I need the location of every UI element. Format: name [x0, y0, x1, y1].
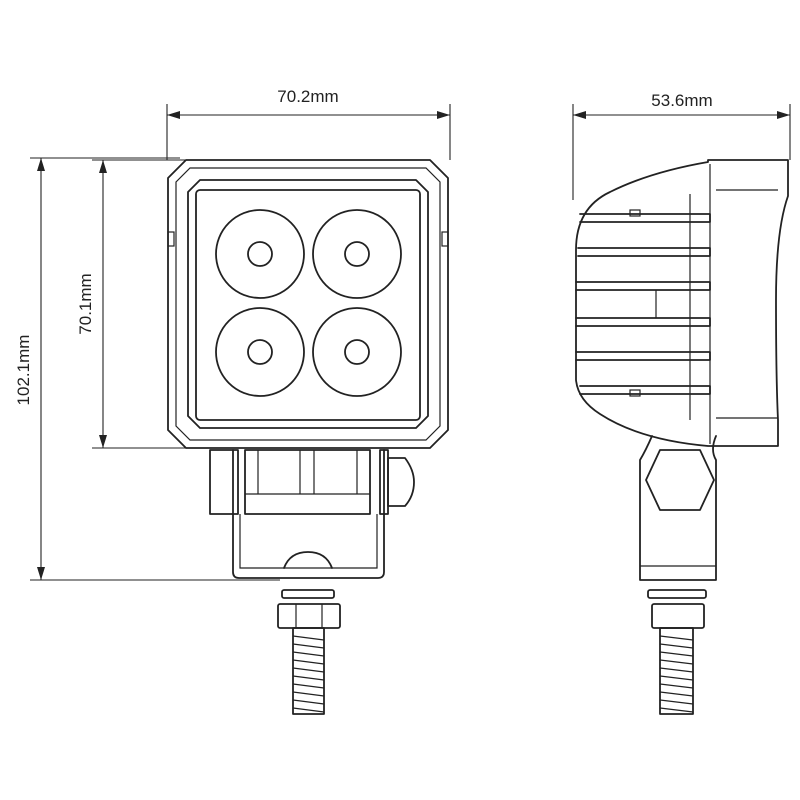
left-tab	[167, 231, 175, 247]
front-bolt	[277, 589, 341, 715]
front-width-label: 70.2mm	[277, 87, 338, 106]
front-mount-bracket	[209, 449, 415, 579]
front-bezel	[187, 179, 429, 429]
dimension-side-depth: 53.6mm	[572, 91, 791, 200]
side-housing	[575, 159, 789, 447]
front-view	[167, 159, 449, 715]
side-cooling-fins	[575, 194, 711, 420]
front-housing-inner	[175, 167, 441, 441]
dimension-total-height: 102.1mm	[14, 157, 280, 581]
front-height-label: 70.1mm	[76, 273, 95, 334]
right-tab	[441, 231, 449, 247]
led-reflector-1	[215, 209, 305, 299]
dimension-front-width: 70.2mm	[166, 87, 451, 160]
total-height-label: 102.1mm	[14, 335, 33, 406]
side-depth-label: 53.6mm	[651, 91, 712, 110]
side-bolt	[647, 589, 707, 715]
side-back-edge	[716, 189, 778, 419]
side-mount	[639, 435, 717, 581]
front-lens	[195, 189, 421, 421]
dimension-front-height: 70.1mm	[76, 159, 305, 449]
led-reflector-2	[312, 209, 402, 299]
led-reflector-3	[215, 307, 305, 397]
led-reflector-4	[312, 307, 402, 397]
side-view	[575, 159, 789, 715]
front-housing-outer	[167, 159, 449, 449]
